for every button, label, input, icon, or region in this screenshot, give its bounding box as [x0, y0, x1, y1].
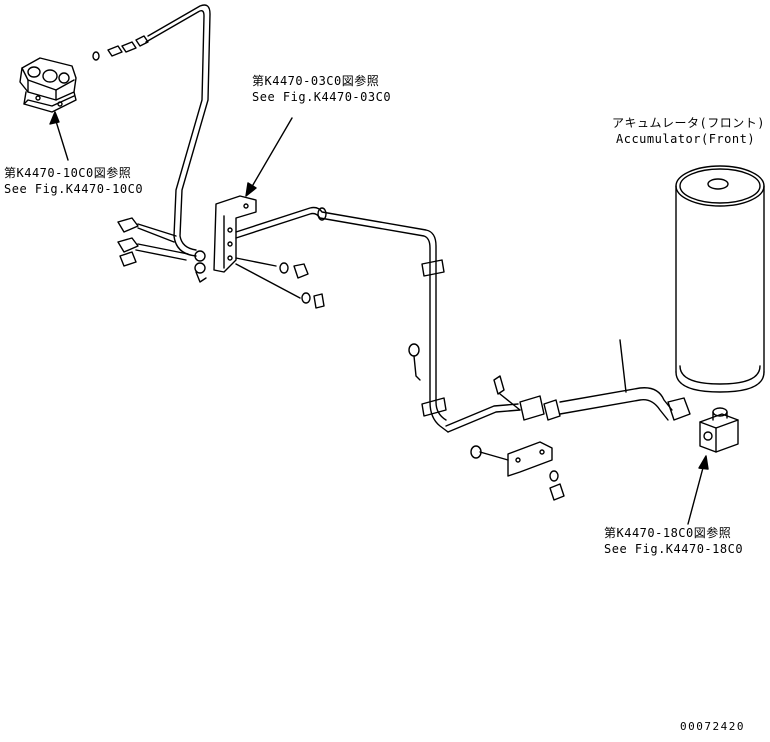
fittings-top: [92, 35, 149, 61]
valve-block-lower-right: [699, 407, 739, 453]
pointer-arrow-18c0: [687, 455, 709, 525]
washers-nuts: [235, 257, 325, 309]
callout-18c0-jp: 第K4470-18C0図参照: [604, 526, 732, 540]
callout-18c0-en: See Fig.K4470-18C0: [604, 542, 744, 556]
bracket-lower: [470, 441, 565, 501]
callout-10c0-jp: 第K4470-10C0図参照: [4, 166, 132, 180]
accumulator-cylinder: [675, 165, 765, 393]
hose: [519, 339, 691, 421]
bracket-main: [194, 195, 257, 283]
pointer-arrow-10c0: [49, 111, 69, 161]
pipe-middle: [235, 206, 449, 433]
callout-accumulator-jp: アキュムレータ(フロント): [612, 116, 765, 130]
callout-10c0-en: See Fig.K4470-10C0: [4, 182, 144, 196]
pipe-lower: [445, 375, 521, 433]
valve-block-top-left: [19, 57, 77, 113]
drawing-number: 00072420: [680, 720, 745, 733]
callout-03c0-en: See Fig.K4470-03C0: [252, 90, 392, 104]
callout-accumulator-en: Accumulator(Front): [616, 132, 756, 146]
pointer-arrow-03c0: [245, 117, 293, 197]
pipe-clamps: [421, 259, 447, 417]
left-connectors: [117, 217, 189, 267]
pipe-top: [145, 4, 211, 257]
callout-03c0-jp: 第K4470-03C0図参照: [252, 74, 380, 88]
bolt-middle: [408, 343, 421, 381]
